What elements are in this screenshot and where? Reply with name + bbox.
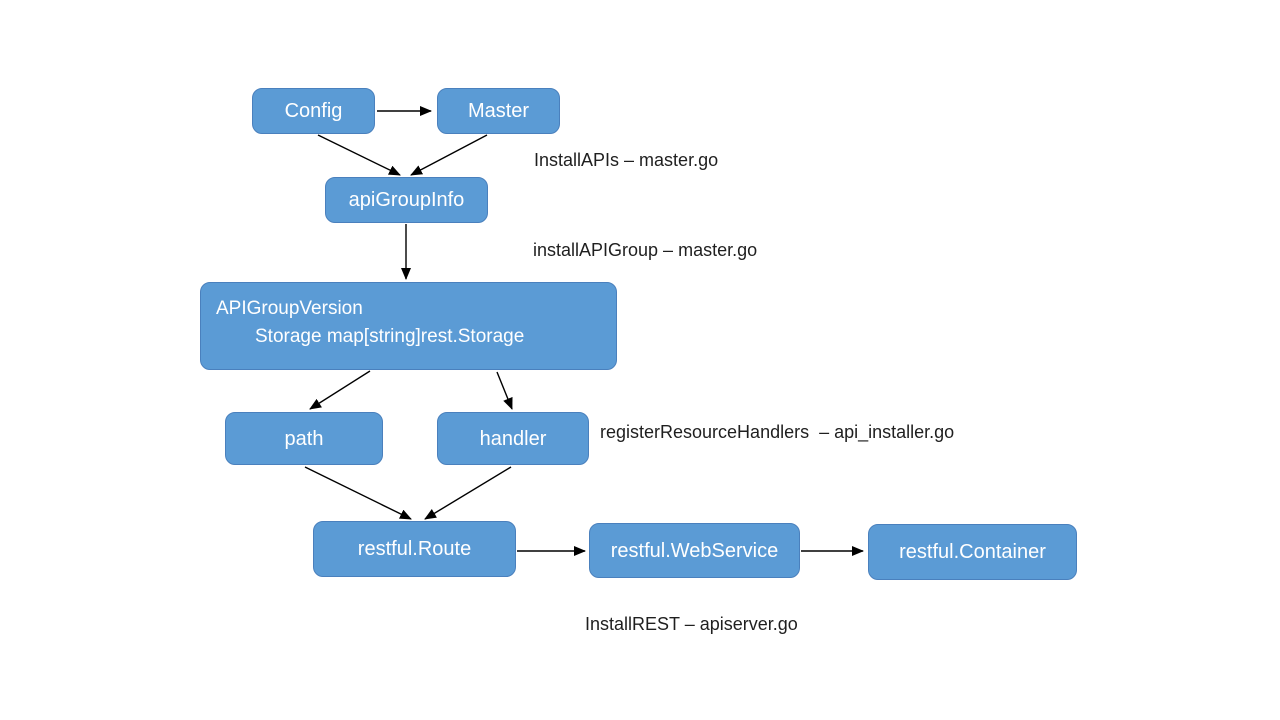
- node-restful-container: restful.Container: [868, 524, 1077, 580]
- annotation-install-api-group: installAPIGroup – master.go: [533, 240, 758, 260]
- node-restful-webservice-label: restful.WebService: [610, 539, 779, 562]
- node-restful-container-label: restful.Container: [899, 541, 1046, 563]
- arrow-handler-to-restfulroute: [424, 466, 512, 520]
- node-restful-webservice: restful.WebService: [589, 523, 800, 578]
- node-api-group-version-storage-field: Storage map[string]rest.Storage: [255, 325, 525, 347]
- node-restful-route-label: restful.Route: [357, 538, 472, 560]
- arrow-config-to-apigroupinfo: [317, 134, 401, 176]
- node-master: Master: [437, 88, 560, 134]
- annotation-install-apis: InstallAPIs – master.go: [534, 150, 719, 170]
- node-master-label: Master: [467, 100, 530, 122]
- node-api-group-info: apiGroupInfo: [325, 177, 488, 223]
- annotation-install-rest: InstallREST – apiserver.go: [585, 614, 798, 634]
- node-api-group-version: APIGroupVersion Storage map[string]rest.…: [200, 282, 617, 370]
- arrow-apigroupversion-to-handler: [496, 371, 513, 410]
- node-restful-route: restful.Route: [313, 521, 516, 577]
- node-config: Config: [252, 88, 375, 134]
- node-handler: handler: [437, 412, 589, 465]
- arrow-master-to-apigroupinfo: [410, 134, 488, 176]
- node-api-group-info-label: apiGroupInfo: [348, 189, 465, 211]
- node-path: path: [225, 412, 383, 465]
- node-api-group-version-title: APIGroupVersion: [216, 298, 363, 319]
- node-handler-label: handler: [479, 427, 547, 450]
- arrow-apigroupversion-to-path: [309, 370, 371, 410]
- node-config-label: Config: [284, 100, 343, 122]
- arrow-path-to-restfulroute: [304, 466, 412, 520]
- annotation-register-resource-handlers: registerResourceHandlers – api_installer…: [600, 422, 955, 442]
- node-path-label: path: [284, 427, 324, 450]
